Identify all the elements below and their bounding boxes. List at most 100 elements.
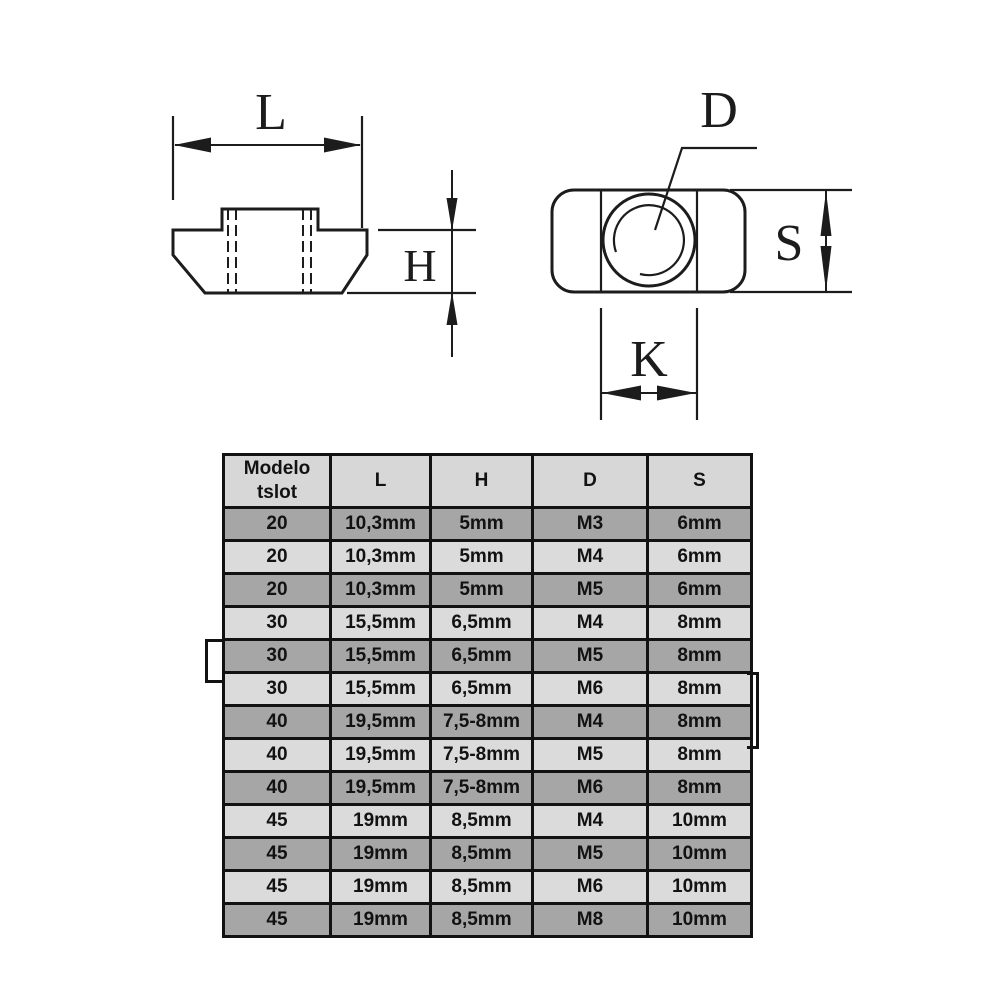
s-extension-lines	[730, 188, 852, 294]
table-cell: 7,5-8mm	[429, 737, 534, 773]
dimension-label-k: K	[630, 331, 668, 388]
table-cell: 8,5mm	[429, 836, 534, 872]
dimension-S: S	[730, 188, 852, 294]
table-cell: 6mm	[646, 506, 753, 542]
table-cell: 30	[222, 638, 332, 674]
k-extension-lines	[599, 308, 699, 420]
table-cell: 15,5mm	[329, 605, 432, 641]
table-cell: 8mm	[646, 671, 753, 707]
dimension-D: D	[653, 82, 757, 231]
table-cell: 10mm	[646, 869, 753, 905]
table-cell: 10,3mm	[329, 506, 432, 542]
table-cell: 20	[222, 506, 332, 542]
dimension-K: K	[599, 308, 699, 420]
table-cell: 6,5mm	[429, 605, 534, 641]
l-extension-lines	[171, 116, 364, 228]
h-arrow-bottom-icon	[446, 292, 458, 325]
column-header-modelo-line1: Modelo	[243, 458, 311, 480]
column-header-l: L	[329, 453, 432, 509]
table-cell: 5mm	[429, 572, 534, 608]
table-cell: 19,5mm	[329, 770, 432, 806]
table-cell: M4	[531, 704, 649, 740]
thread-hole-outer-circle	[601, 192, 697, 288]
nut-top-outline	[550, 188, 747, 294]
table-cell: 5mm	[429, 539, 534, 575]
table-cell: M8	[531, 902, 649, 938]
table-cell: 19,5mm	[329, 737, 432, 773]
row-outline-artifact-left	[205, 639, 225, 683]
table-cell: 45	[222, 836, 332, 872]
thread-hole-inner-arc	[612, 204, 686, 277]
table-cell: 45	[222, 902, 332, 938]
table-cell: 40	[222, 704, 332, 740]
technical-drawing: L H D	[171, 82, 852, 420]
dimension-label-l: L	[255, 84, 287, 141]
column-header-h: H	[429, 453, 534, 509]
table-cell: 19mm	[329, 902, 432, 938]
table-cell: 8,5mm	[429, 902, 534, 938]
table-cell: 7,5-8mm	[429, 770, 534, 806]
k-arrow-left-icon	[602, 385, 641, 401]
table-cell: 10,3mm	[329, 572, 432, 608]
side-view-drawing: L H	[171, 84, 476, 357]
dimension-label-d: D	[700, 82, 738, 139]
table-cell: 40	[222, 770, 332, 806]
l-arrow-right-icon	[324, 137, 361, 153]
table-cell: 8mm	[646, 737, 753, 773]
l-arrow-left-icon	[174, 137, 211, 153]
table-cell: 30	[222, 671, 332, 707]
table-cell: 6mm	[646, 572, 753, 608]
table-cell: M6	[531, 770, 649, 806]
column-header-modelo-tslot: Modelo tslot	[222, 453, 332, 509]
s-arrow-top-icon	[820, 191, 832, 236]
table-cell: 45	[222, 869, 332, 905]
table-cell: 8,5mm	[429, 869, 534, 905]
table-cell: 8mm	[646, 605, 753, 641]
table-cell: 8,5mm	[429, 803, 534, 839]
column-header-modelo-line2: tslot	[256, 482, 298, 503]
column-header-d: D	[531, 453, 649, 509]
table-cell: 19,5mm	[329, 704, 432, 740]
table-cell: 7,5-8mm	[429, 704, 534, 740]
table-cell: 19mm	[329, 803, 432, 839]
s-arrow-bottom-icon	[820, 246, 832, 291]
table-cell: 5mm	[429, 506, 534, 542]
table-cell: M4	[531, 539, 649, 575]
table-cell: M6	[531, 671, 649, 707]
table-cell: 10mm	[646, 803, 753, 839]
d-leader-line	[653, 146, 757, 231]
table-cell: M5	[531, 572, 649, 608]
k-arrow-right-icon	[657, 385, 696, 401]
table-cell: 15,5mm	[329, 671, 432, 707]
table-cell: M5	[531, 836, 649, 872]
nut-profile-outline	[171, 207, 369, 295]
dimension-L: L	[171, 84, 364, 228]
table-cell: M3	[531, 506, 649, 542]
table-cell: 10,3mm	[329, 539, 432, 575]
table-cell: 15,5mm	[329, 638, 432, 674]
table-cell: M5	[531, 737, 649, 773]
table-cell: 40	[222, 737, 332, 773]
table-cell: 19mm	[329, 869, 432, 905]
hidden-thread-lines	[227, 209, 312, 293]
dimension-H: H	[347, 170, 476, 357]
table-cell: 20	[222, 539, 332, 575]
top-view-drawing: D S K	[550, 82, 852, 420]
dimension-label-h: H	[403, 240, 436, 291]
table-cell: 8mm	[646, 638, 753, 674]
table-cell: M4	[531, 605, 649, 641]
table-cell: 20	[222, 572, 332, 608]
table-cell: 6,5mm	[429, 671, 534, 707]
